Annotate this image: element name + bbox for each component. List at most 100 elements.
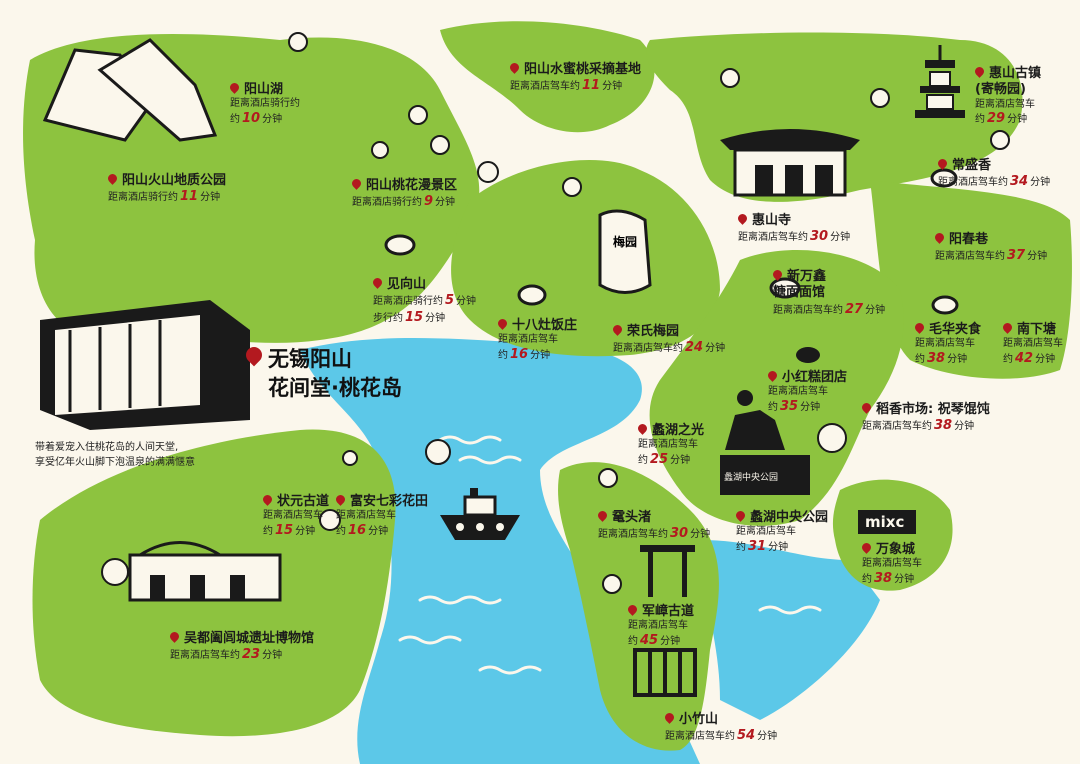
location-pin-icon — [860, 541, 873, 554]
pavilion-icon — [633, 648, 697, 697]
poi-distance: 距离酒店驾车 — [498, 334, 558, 346]
location-pin-icon — [611, 323, 624, 336]
poi-minutes: 11 — [180, 189, 199, 205]
land-meiyuan — [451, 160, 720, 357]
poi-name: 吴都阖闾城遗址博物馆 — [168, 630, 314, 647]
location-pin-icon — [261, 493, 274, 506]
meiyuan-sign: 梅园 — [613, 235, 638, 249]
poi-distance: 距离酒店驾车 — [736, 526, 796, 538]
land-north-peach — [440, 21, 655, 133]
poi-minutes: 38 — [927, 350, 946, 366]
poi-minutes: 25 — [650, 451, 669, 467]
poi-name-text: 状元古道 — [277, 494, 330, 509]
poi-name: 阳山湖 — [228, 81, 300, 98]
poi-minutes: 38 — [874, 570, 893, 586]
poi-name: 见向山 — [371, 276, 476, 293]
ship-illustration — [440, 488, 520, 540]
poi-name-text: 惠山古镇 — [989, 66, 1042, 81]
location-pin-icon — [350, 177, 363, 190]
temple-icon — [720, 129, 860, 197]
poi-minutes: 10 — [242, 110, 261, 126]
poi-name: 蠡湖中央公园 — [734, 509, 829, 526]
poi-name-text: 军嶂古道 — [642, 604, 695, 619]
hotel-label[interactable]: 无锡阳山 花间堂·桃花岛 — [242, 343, 402, 404]
land-center-east — [649, 250, 904, 526]
mountain-rocks — [42, 38, 218, 142]
poi-minutes: 30 — [670, 526, 689, 542]
poi-name-text: 万象城 — [876, 542, 916, 557]
poi-distance: 距离酒店驾车 — [862, 558, 922, 570]
poi-name-text: 稻香市场: 祝琴馄饨 — [876, 402, 990, 417]
poi-name: 阳山火山地质公园 — [106, 172, 226, 189]
poi-name: 惠山寺 — [736, 212, 850, 229]
poi-minutes: 35 — [780, 398, 799, 414]
poi-name-text: 富安七彩花田 — [350, 494, 429, 509]
poi-minutes: 16 — [510, 346, 529, 362]
poi-minutes: 15 — [405, 309, 424, 325]
poi-name-text: 十八灶饭庄 — [512, 318, 578, 333]
poi-name: 毛华夹食 — [913, 321, 981, 338]
poi-name: 十八灶饭庄 — [496, 317, 578, 334]
poi-minutes: 45 — [640, 632, 659, 648]
poi-name: 惠山古镇 — [973, 65, 1042, 82]
poi-name: 荣氏梅园 — [611, 323, 725, 340]
poi-name: 万象城 — [860, 541, 922, 558]
poi-name: 南下塘 — [1001, 321, 1063, 338]
poi-name: 军嶂古道 — [626, 603, 695, 620]
poi-distance: 距离酒店驾车 — [768, 386, 828, 398]
poi-name-text: 蠡湖中央公园 — [750, 510, 829, 525]
museum-icon — [128, 541, 282, 602]
location-pin-icon — [626, 603, 639, 616]
poi-minutes: 54 — [737, 728, 756, 744]
poi-name-text: 小竹山 — [679, 712, 719, 727]
poi-minutes: 15 — [275, 522, 294, 538]
poi-name: 小竹山 — [663, 711, 777, 728]
poi-name-text: 糖面面馆 — [773, 285, 826, 301]
poi-minutes: 34 — [1010, 174, 1029, 190]
location-pin-icon — [371, 276, 384, 289]
poi-name-text: 蠡湖之光 — [652, 423, 705, 438]
hotel-name-line1: 无锡阳山 — [268, 347, 352, 371]
poi-name: 常盛香 — [936, 157, 1050, 174]
poi-minutes: 42 — [1015, 350, 1034, 366]
statue-icon — [720, 390, 810, 495]
